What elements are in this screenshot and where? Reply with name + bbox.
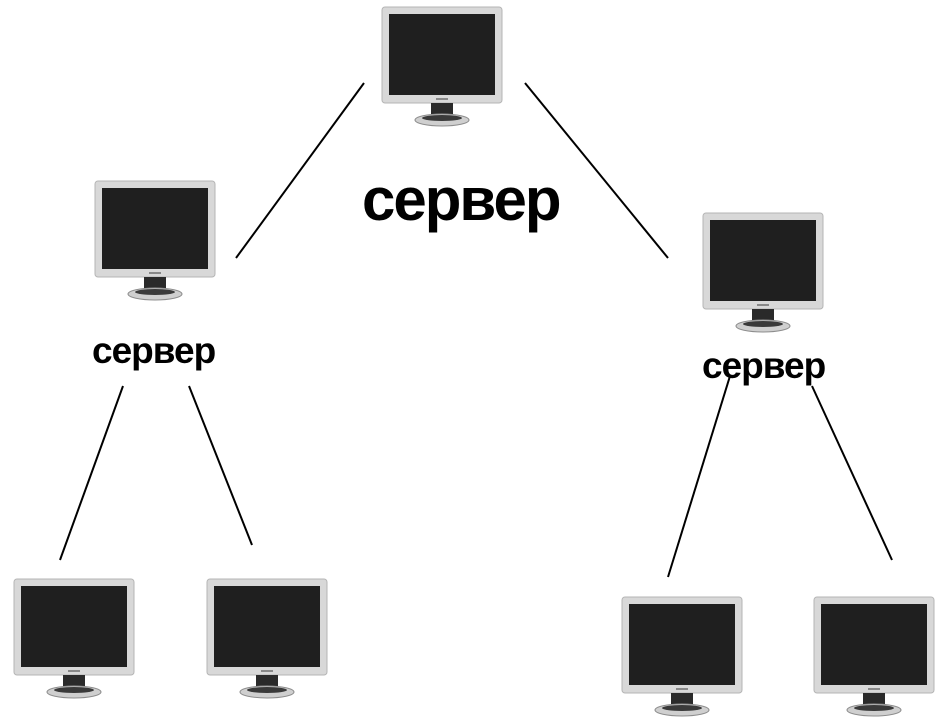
client-3-monitor-icon bbox=[621, 596, 743, 718]
root-server-label: сервер bbox=[362, 166, 562, 233]
edge-left-server-client-2 bbox=[188, 385, 253, 546]
left-server-monitor-icon bbox=[94, 180, 216, 302]
right-server-label: сервер bbox=[702, 345, 826, 386]
client-2-monitor-icon bbox=[206, 578, 328, 700]
edge-root-right-server bbox=[524, 82, 669, 259]
client-4-monitor-icon bbox=[813, 596, 935, 718]
client-1-monitor-icon bbox=[13, 578, 135, 700]
root-server-monitor-icon bbox=[381, 6, 503, 128]
edge-right-server-client-3 bbox=[667, 375, 731, 578]
edge-right-server-client-4 bbox=[811, 385, 893, 561]
right-server-monitor-icon bbox=[702, 212, 824, 334]
left-server-label: сервер bbox=[92, 330, 216, 371]
edge-root-left-server bbox=[235, 82, 365, 259]
edge-left-server-client-1 bbox=[59, 385, 124, 561]
